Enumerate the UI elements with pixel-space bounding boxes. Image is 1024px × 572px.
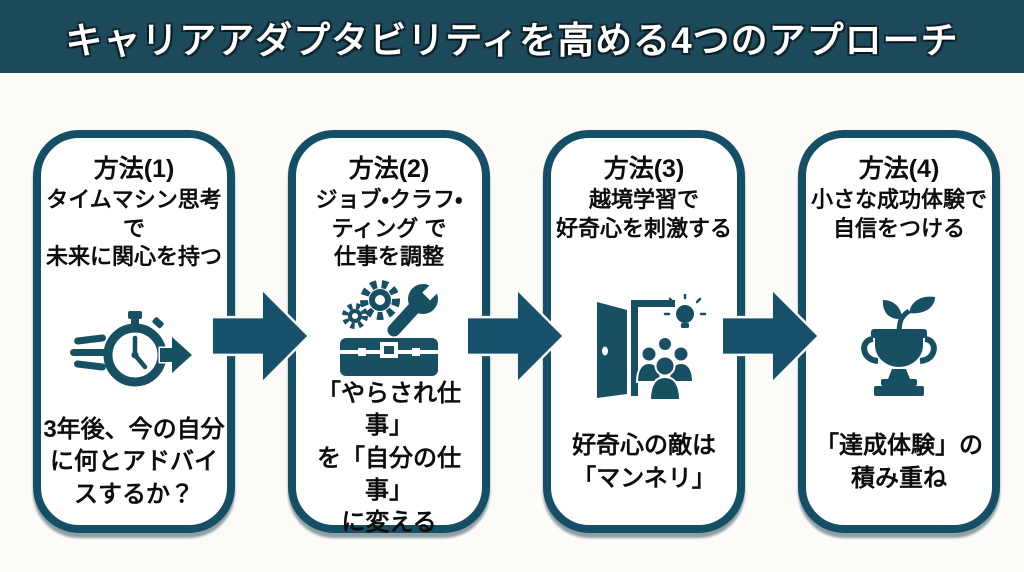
method-subtitle: ジョブ・クラフ・ ティング で 仕事を調整 [315,187,463,270]
flow-arrow-icon [465,285,566,387]
card-2-heading: 方法(2) ジョブ・クラフ・ ティング で 仕事を調整 [296,138,482,272]
trophy-sprout-icon [806,282,992,414]
card-3-heading: 方法(3) 越境学習で 好奇心を刺激する [551,138,737,282]
method-card-1: 方法(1) タイムマシン思考で 未来に関心を持つ 3年後、今の自分 に何とアドバ… [33,130,235,533]
method-summary: 好奇心の敵は 「マンネリ」 [572,432,716,492]
method-summary: 「達成体験」の 積み重ね [815,432,983,492]
flow-arrow-icon [210,285,311,387]
toolbox-gears-wrench-icon [296,272,482,378]
card-4-heading: 方法(4) 小さな成功体験で 自信をつける [806,138,992,282]
method-card-4: 方法(4) 小さな成功体験で 自信をつける 「達成体験」の 積み重ね [798,130,1000,533]
door-people-lightbulb-icon [551,282,737,414]
method-subtitle: 小さな成功体験で 自信をつける [810,187,987,241]
method-summary: 3年後、今の自分 に何とアドバイ スするか？ [43,415,225,508]
method-label: 方法(3) [603,155,685,183]
method-card-3: 方法(3) 越境学習で 好奇心を刺激する [543,130,745,533]
method-label: 方法(1) [93,155,175,183]
method-subtitle: タイムマシン思考で 未来に関心を持つ [45,187,222,270]
method-label: 方法(4) [858,155,940,183]
speed-stopwatch-icon [41,282,227,414]
flow-arrow-icon [720,285,821,387]
title-bar: キャリアアダプタビリティを高める4つのアプローチ [0,0,1024,73]
method-summary: 「やらされ仕事」 を「自分の仕事」 に変える [317,379,461,537]
method-subtitle: 越境学習で 好奇心を刺激する [555,187,732,241]
method-card-2: 方法(2) ジョブ・クラフ・ ティング で 仕事を調整 [288,130,490,536]
card-1-heading: 方法(1) タイムマシン思考で 未来に関心を持つ [41,138,227,282]
method-label: 方法(2) [348,155,430,183]
page-title: キャリアアダプタビリティを高める4つのアプローチ [65,19,959,61]
